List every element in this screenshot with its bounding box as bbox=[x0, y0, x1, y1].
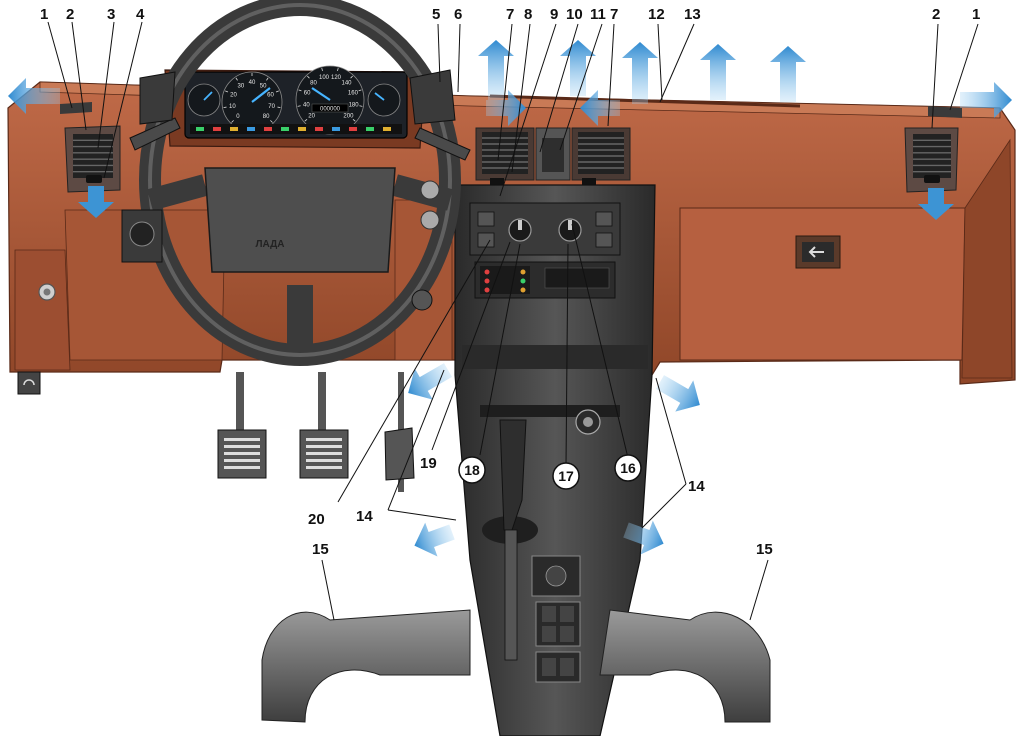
odometer: 000000 bbox=[320, 107, 341, 113]
airflow-arrow bbox=[656, 375, 700, 412]
wiper-stalk bbox=[414, 127, 471, 161]
label-2-left: 2 bbox=[66, 6, 74, 23]
gauge-tick-label: 50 bbox=[260, 83, 267, 89]
side-defrost-left bbox=[60, 102, 92, 114]
gauge-tick-label: 180 bbox=[349, 103, 360, 109]
gauge-tick-label: 70 bbox=[268, 104, 275, 110]
label-3: 3 bbox=[107, 6, 115, 23]
label-8: 8 bbox=[524, 6, 532, 23]
label-7-a: 7 bbox=[506, 6, 514, 23]
callout-labels: 1 2 3 4 5 6 7 8 9 10 11 7 12 13 2 1 14 1… bbox=[40, 6, 980, 558]
side-defrost-right bbox=[928, 106, 962, 118]
leader-lines bbox=[47, 21, 979, 621]
gauge-tick-label: 20 bbox=[308, 113, 315, 119]
label-6: 6 bbox=[454, 6, 462, 23]
label-1-right: 1 bbox=[972, 6, 980, 23]
gauge-tick-label: 160 bbox=[348, 91, 359, 97]
gauge-tick-label: 20 bbox=[230, 92, 237, 98]
label-4: 4 bbox=[136, 6, 145, 23]
gauge-tick-label: 60 bbox=[267, 92, 274, 98]
label-18: 18 bbox=[464, 462, 480, 478]
center-vents bbox=[475, 127, 631, 185]
side-vent-left bbox=[64, 125, 121, 193]
label-17: 17 bbox=[558, 468, 574, 484]
gauge-tick-label: 0 bbox=[236, 114, 240, 120]
gauge-tick-label: 120 bbox=[331, 75, 342, 81]
side-vent-right bbox=[904, 127, 959, 193]
airflow-arrow bbox=[78, 186, 114, 218]
heater-control-panel bbox=[469, 202, 621, 256]
steering-wheel: ЛАДА bbox=[139, 0, 461, 366]
hood-release bbox=[17, 371, 41, 395]
label-15-left: 15 bbox=[312, 541, 329, 558]
airflow-arrow bbox=[770, 46, 806, 102]
airflow-arrow bbox=[622, 42, 658, 104]
label-10: 10 bbox=[566, 6, 583, 23]
airflow-arrow bbox=[623, 520, 664, 555]
label-1-left: 1 bbox=[40, 6, 48, 23]
steering-hub bbox=[204, 167, 396, 273]
label-16: 16 bbox=[620, 460, 636, 476]
logo-text: ЛАДА bbox=[256, 239, 285, 250]
airflow-arrow bbox=[580, 90, 620, 126]
accelerator-pedal bbox=[384, 427, 415, 481]
label-15-right: 15 bbox=[756, 541, 773, 558]
airflow-arrow bbox=[8, 78, 60, 114]
airflow-arrow bbox=[486, 90, 526, 126]
label-14-right: 14 bbox=[688, 478, 705, 495]
gauge-tick-label: 80 bbox=[263, 114, 270, 120]
gear-lever bbox=[482, 419, 538, 661]
gauge-tick-label: 80 bbox=[310, 81, 317, 87]
label-19: 19 bbox=[420, 455, 437, 472]
label-9: 9 bbox=[550, 6, 558, 23]
gauge-tick-label: 100 bbox=[319, 75, 330, 81]
label-13: 13 bbox=[684, 6, 701, 23]
headlight-range-control bbox=[121, 209, 163, 263]
label-5: 5 bbox=[432, 6, 440, 23]
airflow-arrow bbox=[414, 522, 455, 557]
label-12: 12 bbox=[648, 6, 665, 23]
gauge-tick-label: 40 bbox=[303, 103, 310, 109]
light-stalk bbox=[129, 117, 181, 151]
floor-tunnel bbox=[261, 609, 771, 723]
gauge-tick-label: 140 bbox=[341, 81, 352, 87]
label-14-left: 14 bbox=[356, 508, 373, 525]
label-11: 11 bbox=[590, 6, 606, 23]
airflow-arrow bbox=[700, 44, 736, 100]
airflow-arrow bbox=[408, 363, 452, 400]
ignition-switch bbox=[420, 180, 440, 200]
airflow-arrow bbox=[960, 82, 1012, 118]
gauge-tick-label: 10 bbox=[229, 104, 236, 110]
gauge-tick-label: 40 bbox=[249, 80, 256, 86]
airflow-arrow bbox=[918, 188, 954, 220]
airflow-arrows bbox=[8, 40, 1012, 557]
label-2-right: 2 bbox=[932, 6, 940, 23]
gauge-tick-label: 30 bbox=[238, 83, 245, 89]
label-7-b: 7 bbox=[610, 6, 618, 23]
airflow-arrow bbox=[478, 40, 514, 100]
gauge-tick-label: 60 bbox=[304, 91, 311, 97]
label-20: 20 bbox=[308, 511, 325, 528]
pedals bbox=[217, 372, 415, 492]
gauge-tick-label: 200 bbox=[343, 113, 354, 119]
